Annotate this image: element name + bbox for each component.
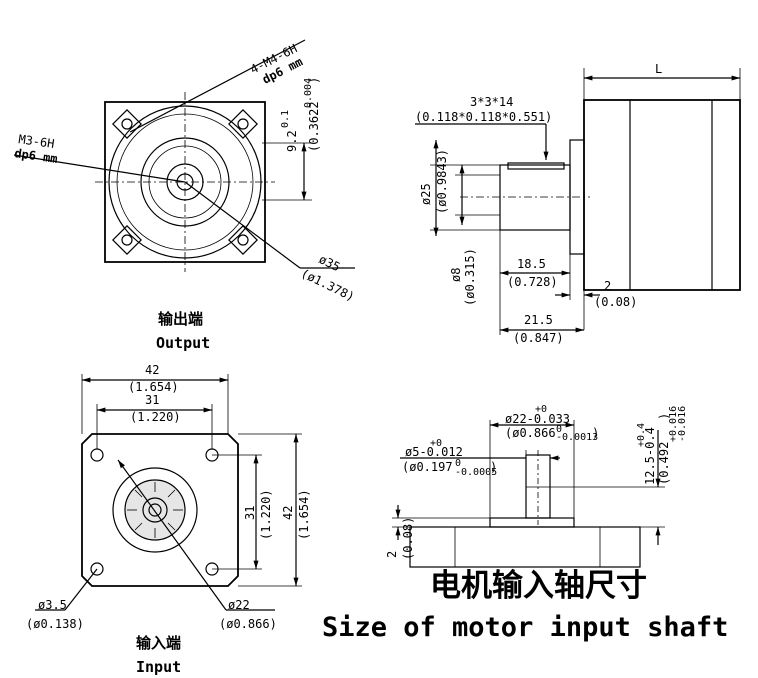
w42-mm: 42 [145, 363, 159, 377]
hole-mm: ø3.5 [38, 598, 67, 612]
dia25-mm: ø25 [419, 183, 433, 205]
shaft-in-tol: 0 [455, 458, 461, 469]
output-view: 9.2 0.1 (0.3622 0.004 ) 4-M4-6H dp6 mm M… [13, 39, 357, 352]
leader-boss [117, 459, 227, 611]
offset-in: (0.3622 [307, 101, 321, 152]
shaft-dim: ø5-0.012 [405, 445, 463, 459]
hole-in: (ø0.138) [26, 617, 84, 631]
len21-mm: 21.5 [524, 313, 553, 327]
thread-b-depth: dp6 mm [14, 146, 59, 166]
input-bore [148, 503, 162, 517]
len-in-tol: +0.016 [668, 406, 679, 442]
t2-mm: 2 [385, 551, 399, 558]
side-boss [499, 164, 571, 231]
length-label: L [655, 62, 662, 76]
key-mm: 3*3*14 [470, 95, 513, 109]
leader-4m4 [129, 39, 306, 133]
boss-in-tol: 0 [556, 424, 562, 435]
h31-mm: 31 [243, 506, 257, 520]
output-label-cn: 输出端 [158, 310, 203, 328]
gearbox-body [583, 99, 741, 291]
dia25-in: (ø0.9843) [435, 149, 449, 214]
w31-in: (1.220) [130, 410, 181, 424]
input-hole-bl [90, 562, 104, 576]
input-boss-outer [112, 467, 198, 553]
len21-in: (0.847) [513, 331, 564, 345]
len-in: (0.492 [657, 442, 671, 485]
side-view: L 3*3*14 (0.118*0.118*0.551) ø25 (ø0.984… [415, 62, 741, 345]
offset-in-close: ) [307, 77, 321, 84]
input-label-en: Input [136, 658, 181, 676]
h42-in: (1.654) [297, 489, 311, 540]
boss-mm: ø22 [228, 598, 250, 612]
input-view: 42 (1.654) 31 (1.220) 31 (1.220) 42 (1.6… [26, 363, 311, 676]
output-label-en: Output [156, 334, 210, 352]
offset-in-tol: 0.004 [303, 78, 314, 108]
input-bore-ring [142, 497, 168, 523]
thread-b: M3-6H [18, 132, 56, 151]
boss-dim: ø22-0.033 [505, 412, 570, 426]
motor-shaft-view: +0 ø22-0.033 (ø0.866 0 -0.0013 ) +0 ø5-0… [322, 404, 728, 643]
motor-boss-side [489, 517, 575, 528]
input-hole-tl [90, 448, 104, 462]
key-in: (0.118*0.118*0.551) [415, 110, 552, 124]
len-dim: 12.5-0.4 [643, 427, 657, 485]
len-tol-top: +0.4 [636, 423, 647, 447]
w42-in: (1.654) [128, 380, 179, 394]
motor-shaft-title-cn: 电机输入轴尺寸 [430, 568, 647, 604]
shaft-in-close: ) [490, 460, 497, 474]
output-flange-outline [104, 101, 266, 263]
output-corner-holes [112, 109, 258, 255]
leader-m3 [13, 154, 186, 183]
len2-mm: 2 [604, 279, 611, 293]
offset-mm: 9.2 [285, 130, 299, 152]
motor-shaft-title-en: Size of motor input shaft [322, 612, 728, 643]
input-clamp-slots [127, 482, 183, 538]
h31-in: (1.220) [259, 489, 273, 540]
boss-in: (ø0.866) [219, 617, 277, 631]
boss-in-tol2: -0.0013 [556, 432, 598, 443]
len-in-tol2: -0.016 [677, 406, 688, 442]
len18-in: (0.728) [507, 275, 558, 289]
dia35-in: (ø1.378) [299, 266, 357, 304]
motor-flange-side [409, 526, 641, 568]
w31-mm: 31 [145, 393, 159, 407]
len-in-close: ) [657, 413, 671, 420]
dia8-mm: ø8 [449, 268, 463, 282]
leader-hole [64, 568, 98, 611]
dia35-mm: ø35 [317, 252, 343, 274]
boss-in: (ø0.866 [505, 426, 556, 440]
len2-in: (0.08) [594, 295, 637, 309]
h42-mm: 42 [281, 506, 295, 520]
dia8-in: (ø0.315) [463, 248, 477, 306]
boss-in-close: ) [592, 426, 599, 440]
offset-tol: 0.1 [280, 110, 291, 128]
side-key [507, 162, 565, 170]
input-flange-outline [81, 433, 239, 587]
input-label-cn: 输入端 [136, 634, 181, 652]
shaft-in-tol2: -0.0005 [455, 467, 497, 478]
len18-mm: 18.5 [517, 257, 546, 271]
t2-in: (0.08) [401, 517, 415, 560]
boss-tol-top: +0 [535, 404, 547, 415]
leader-dia35 [184, 181, 301, 269]
shaft-in: (ø0.197 [402, 460, 453, 474]
shaft-tol-top: +0 [430, 438, 442, 449]
